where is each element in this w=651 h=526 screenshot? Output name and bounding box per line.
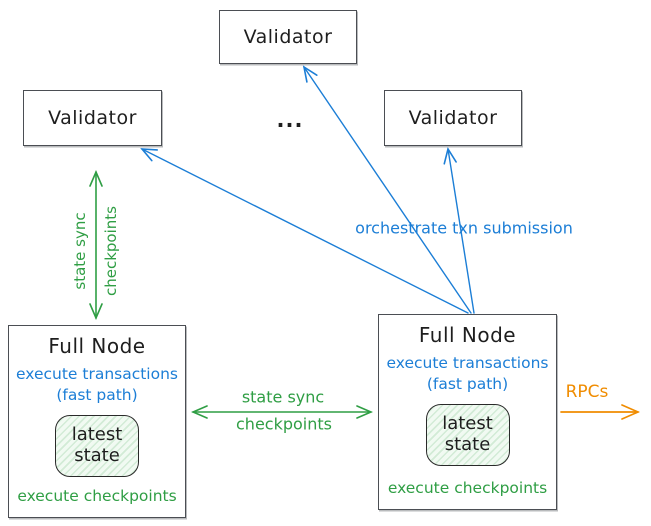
full-node-right-exec-line2: (fast path) xyxy=(426,374,509,393)
full-node-left-footer: execute checkpoints xyxy=(17,487,177,505)
validator-top-label: Validator xyxy=(243,26,333,48)
arrow-orchestrate-to-right-validator xyxy=(448,149,475,314)
validator-box-right: Validator xyxy=(384,90,522,146)
validator-box-left: Validator xyxy=(23,90,162,146)
validators-ellipsis: ... xyxy=(276,108,304,132)
full-node-left-exec-line1: execute transactions xyxy=(15,365,179,383)
full-node-right-exec-line1: execute transactions xyxy=(386,354,549,372)
latest-state-box-right: latest state xyxy=(425,403,510,466)
arrow-orchestrate-to-top-validator xyxy=(304,67,472,314)
validator-right-label: Validator xyxy=(408,107,498,129)
horizontal-state-sync-label-line1: state sync xyxy=(241,387,325,407)
full-node-left-exec-line2: (fast path) xyxy=(56,385,138,404)
latest-state-right-line1: latest xyxy=(442,413,493,435)
full-node-box-right: Full Node execute transactions (fast pat… xyxy=(378,314,557,510)
full-node-right-footer: execute checkpoints xyxy=(387,479,548,497)
full-node-right-title: Full Node xyxy=(418,323,517,347)
vertical-state-sync-label-line2: checkpoints xyxy=(102,206,120,296)
full-node-left-exec: execute transactions (fast path) xyxy=(16,364,178,406)
validator-box-top: Validator xyxy=(219,10,357,64)
full-node-box-left: Full Node execute transactions (fast pat… xyxy=(8,325,186,518)
latest-state-left-line1: latest xyxy=(71,424,123,446)
orchestrate-txn-submission-label: orchestrate txn submission xyxy=(355,218,573,238)
horizontal-state-sync-label-line2: checkpoints xyxy=(236,414,332,434)
latest-state-left-line2: state xyxy=(74,444,120,466)
latest-state-box-left: latest state xyxy=(55,414,139,477)
latest-state-right-line2: state xyxy=(444,433,491,455)
validator-left-label: Validator xyxy=(48,107,137,129)
arrow-orchestrate-to-left-validator xyxy=(142,149,469,314)
vertical-state-sync-label-line1: state sync xyxy=(71,212,89,290)
full-node-left-title: Full Node xyxy=(48,334,146,358)
rpcs-label: RPCs xyxy=(565,382,609,402)
full-node-right-exec: execute transactions (fast path) xyxy=(386,353,548,395)
